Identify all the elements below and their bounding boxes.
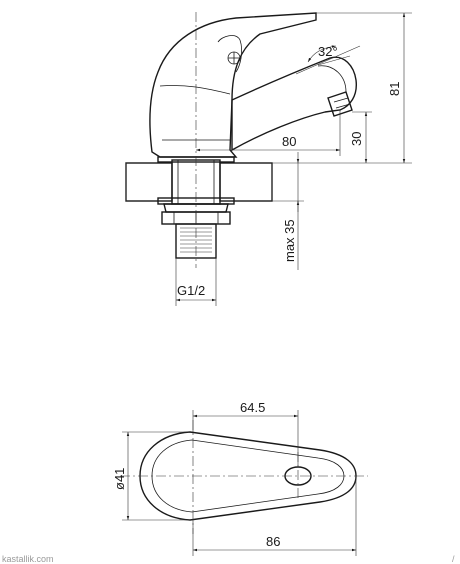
top-view: 64.5 ø41 86: [112, 400, 368, 556]
reach-80-label: 80: [282, 134, 296, 149]
corner-mark: /: [452, 554, 455, 564]
max-35-label: max 35: [282, 219, 297, 262]
lever-outline: [151, 439, 345, 513]
thread-label: G1/2: [177, 283, 205, 298]
height-81-dimension: 81: [272, 12, 412, 164]
diameter-41-dimension: ø41: [112, 431, 190, 521]
spout: [231, 56, 357, 152]
angle-dimension: 32°: [295, 44, 361, 75]
length-64-5-label: 64.5: [240, 400, 265, 415]
watermark-text: kastallik.com: [2, 554, 54, 564]
length-86-dimension: 86: [192, 476, 357, 556]
reach-80-dimension: 80: [196, 110, 341, 156]
max-35-dimension: max 35: [272, 152, 304, 270]
length-64-5-dimension: 64.5: [192, 400, 299, 466]
height-81-label: 81: [387, 82, 402, 96]
height-30-label: 30: [349, 132, 364, 146]
diameter-41-label: ø41: [112, 468, 127, 490]
length-86-label: 86: [266, 534, 280, 549]
countertop-section: [125, 162, 273, 202]
side-view: 32° 81 30 80 max 35: [125, 12, 412, 306]
angle-label: 32°: [318, 44, 338, 59]
height-30-dimension: 30: [349, 111, 372, 163]
thread-dimension: G1/2: [175, 258, 217, 306]
